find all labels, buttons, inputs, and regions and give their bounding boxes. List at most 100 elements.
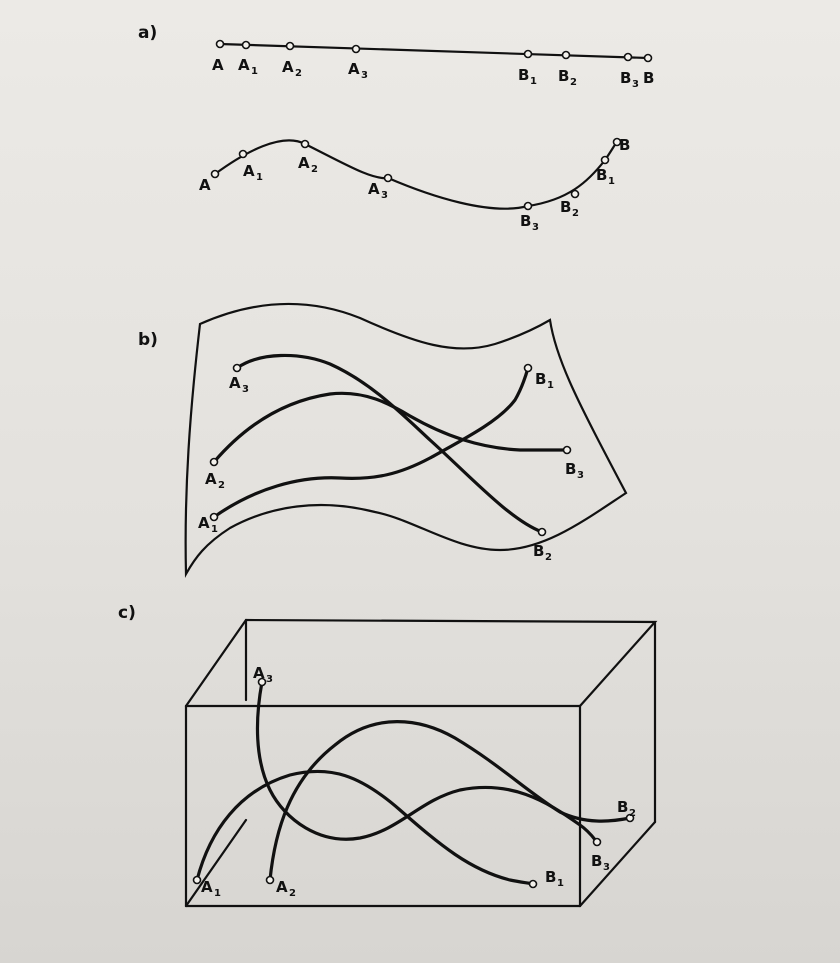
curve-point-A1 — [238, 149, 248, 159]
point-A — [215, 39, 225, 49]
surface-point-A1 — [209, 512, 219, 522]
box-curve-A1-B1 — [195, 769, 535, 886]
curve-label-B3: B — [520, 212, 531, 230]
surface-curve-A2-B3 — [212, 391, 569, 464]
panel-a-label: a) — [138, 23, 157, 43]
box-curve-A3-B3 — [255, 680, 599, 844]
box-label-A1-sub: 1 — [214, 888, 221, 899]
curve-point-A3 — [383, 173, 393, 183]
curve-point-B1 — [600, 155, 610, 165]
box-label-A3-sub: 3 — [266, 674, 273, 685]
panel-c: c) A 3 A 1 A 2 B 1 B 3 B 2 — [118, 603, 658, 908]
point-A3 — [351, 44, 361, 54]
curve-label-A2: A — [298, 154, 310, 172]
label-A1: A — [238, 56, 250, 74]
curve-label-A2-sub: 2 — [311, 164, 318, 175]
point-A2 — [285, 41, 295, 51]
point-B — [643, 53, 653, 63]
panel-a: a) A A 1 A 2 A 3 B 1 B 2 B 3 B A — [138, 23, 654, 233]
box-label-B1-sub: 1 — [557, 878, 564, 889]
box-point-B3 — [592, 837, 602, 847]
label-B2-sub: 2 — [570, 77, 577, 88]
curve-label-A3: A — [368, 180, 380, 198]
curve-point-B2 — [570, 189, 580, 199]
straight-segment — [218, 42, 650, 60]
box-point-B2 — [625, 813, 635, 823]
surface-label-B2: B — [533, 542, 544, 560]
point-B1 — [523, 49, 533, 59]
curve-label-A1-sub: 1 — [256, 172, 263, 183]
panel-c-label: c) — [118, 603, 136, 623]
curve-label-B1: B — [596, 166, 607, 184]
box-label-A3: A — [253, 664, 265, 682]
box-label-B3-sub: 3 — [603, 862, 610, 873]
label-A2-sub: 2 — [295, 68, 302, 79]
panel-b-label: b) — [138, 330, 158, 350]
point-B2 — [561, 50, 571, 60]
surface-curve-A3-B2 — [235, 353, 544, 534]
surface-label-B3-sub: 3 — [577, 470, 584, 481]
surface-label-A1-sub: 1 — [211, 524, 218, 535]
label-A1-sub: 1 — [251, 66, 258, 77]
box-top-back-edges — [184, 618, 658, 708]
curve-label-B2: B — [560, 198, 571, 216]
box-point-B1 — [528, 879, 538, 889]
surface-point-B2 — [537, 527, 547, 537]
surface-label-A2-sub: 2 — [218, 480, 225, 491]
label-B1: B — [518, 66, 529, 84]
label-B3: B — [620, 69, 631, 87]
label-B: B — [643, 69, 654, 87]
curve-label-B1-sub: 1 — [608, 176, 615, 187]
curve-point-B — [612, 137, 622, 147]
box-bottom-left-edge — [184, 818, 248, 908]
label-A3-sub: 3 — [361, 70, 368, 81]
surface-label-B1: B — [535, 370, 546, 388]
label-A2: A — [282, 58, 294, 76]
curve-label-B2-sub: 2 — [572, 208, 579, 219]
label-A: A — [212, 56, 224, 74]
box-label-B2: B — [617, 798, 628, 816]
surface-label-B2-sub: 2 — [545, 552, 552, 563]
curve-point-A — [210, 169, 220, 179]
surface-point-B1 — [523, 363, 533, 373]
surface-point-B3 — [562, 445, 572, 455]
box-curve-A2-B2 — [268, 720, 632, 882]
curve-label-A1: A — [243, 162, 255, 180]
surface-label-A3-sub: 3 — [242, 384, 249, 395]
box-label-B3: B — [591, 852, 602, 870]
surface-point-A2 — [209, 457, 219, 467]
label-B1-sub: 1 — [530, 76, 537, 87]
box-label-B1: B — [545, 868, 556, 886]
curve-point-A2 — [300, 139, 310, 149]
surface-label-B3: B — [565, 460, 576, 478]
box-label-B2-sub: 2 — [629, 808, 636, 819]
label-A3: A — [348, 60, 360, 78]
curve-label-B: B — [619, 136, 630, 154]
surface-point-A3 — [232, 363, 242, 373]
point-B3 — [623, 52, 633, 62]
curve-label-A: A — [199, 176, 211, 194]
surface-label-A3: A — [229, 374, 241, 392]
surface-curve-A1-B1 — [212, 366, 530, 519]
box-bottom-right-edge — [578, 820, 657, 908]
curved-surface — [184, 302, 628, 579]
label-B3-sub: 3 — [632, 79, 639, 90]
point-A1 — [241, 40, 251, 50]
curve-label-A3-sub: 3 — [381, 190, 388, 201]
curve-label-B3-sub: 3 — [532, 222, 539, 233]
box-label-A2: A — [276, 878, 288, 896]
box-label-A2-sub: 2 — [289, 888, 296, 899]
surface-label-A1: A — [198, 514, 210, 532]
curve-point-B3 — [523, 201, 533, 211]
curved-segment — [213, 139, 619, 210]
surface-label-B1-sub: 1 — [547, 380, 554, 391]
box-label-A1: A — [201, 878, 213, 896]
box-point-A2 — [265, 875, 275, 885]
surface-label-A2: A — [205, 470, 217, 488]
label-B2: B — [558, 67, 569, 85]
box-point-A3 — [257, 677, 267, 687]
box-point-A1 — [192, 875, 202, 885]
panel-b: b) A 3 A 2 A 1 B 1 B 3 B 2 — [138, 302, 628, 579]
